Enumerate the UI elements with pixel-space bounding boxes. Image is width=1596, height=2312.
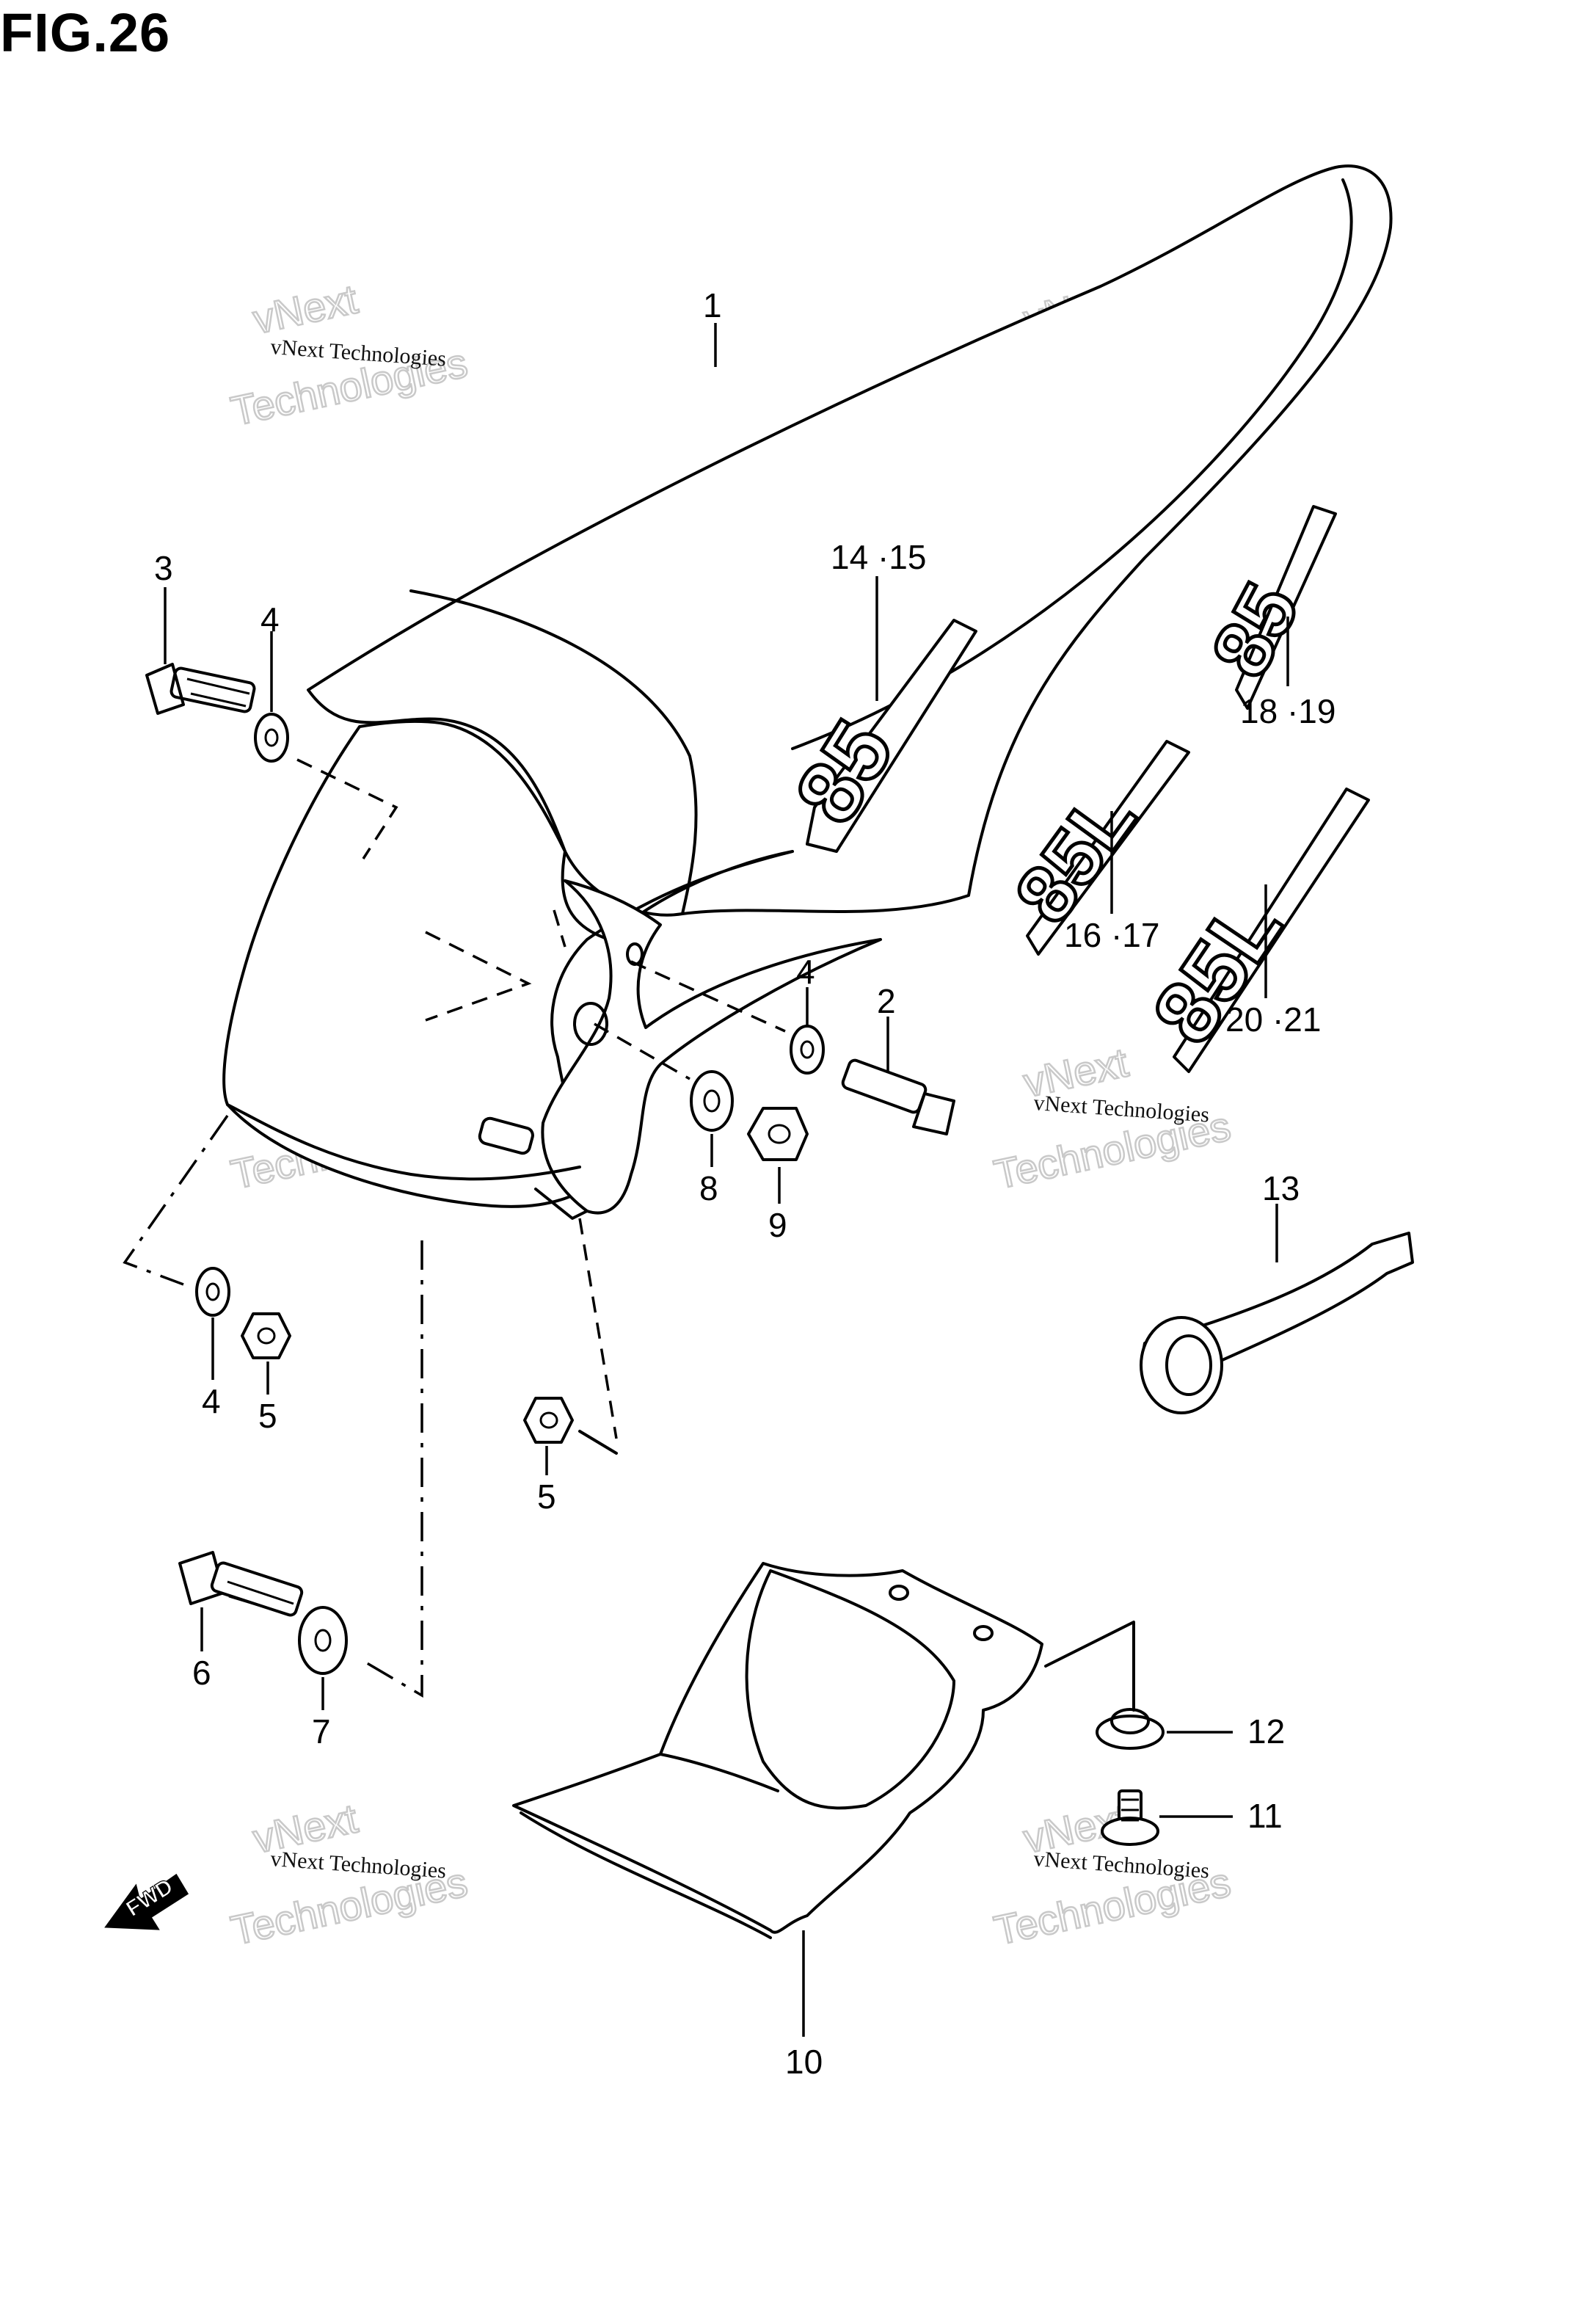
assembly-line <box>425 931 532 1022</box>
part-washer-4-top <box>254 713 289 763</box>
callout-14-15: 14 ·15 <box>831 538 926 576</box>
callout-7: 7 <box>312 1712 331 1751</box>
part-screw-11 <box>1101 1789 1159 1846</box>
decal-85-right: 85 <box>1192 505 1337 710</box>
fender-mount-bracket <box>541 879 882 1215</box>
callout-3: 3 <box>154 549 173 587</box>
watermark-caption: vNext Technologies <box>1033 1847 1211 1883</box>
watermark-top-left: vNext Technologies vNext Technologies <box>226 275 472 435</box>
callout-20-21: 20 ·21 <box>1225 1000 1321 1039</box>
fender-side-line <box>534 1188 589 1220</box>
callout-4-bottom: 4 <box>202 1382 221 1420</box>
assembly-line <box>630 960 786 1033</box>
watermark-mid-right: vNext Technologies vNext Technologies <box>989 1038 1235 1199</box>
part-nut-5-left <box>241 1312 291 1359</box>
part-bolt-6 <box>178 1551 304 1617</box>
callout-16-17: 16 ·17 <box>1064 916 1159 954</box>
part-grommet-12 <box>1096 1708 1165 1750</box>
watermark-caption: vNext Technologies <box>270 1847 448 1883</box>
callout-18-19: 18 ·19 <box>1240 692 1336 730</box>
callout-4-top: 4 <box>260 600 280 639</box>
fender-slot <box>478 1116 534 1155</box>
watermark-bottom-right: vNext Technologies vNext Technologies <box>989 1794 1235 1955</box>
fender-lower-edge <box>226 1103 581 1181</box>
part-washer-4-bottom <box>195 1267 230 1317</box>
part-guard-10 <box>512 1562 1043 1939</box>
assembly-line <box>578 1218 618 1439</box>
part-bolt-3 <box>145 663 256 715</box>
callout-5-mid: 5 <box>537 1477 556 1516</box>
part-washer-8 <box>690 1070 734 1132</box>
assembly-line <box>123 1114 229 1286</box>
part-bolt-2 <box>841 1058 955 1135</box>
callout-8: 8 <box>699 1169 718 1207</box>
rear-fender <box>222 164 1393 1220</box>
watermark-bottom-left: vNext Technologies vNext Technologies <box>226 1794 472 1955</box>
part-washer-7 <box>298 1606 348 1675</box>
assembly-line <box>553 909 566 948</box>
callout-5-left: 5 <box>258 1397 277 1435</box>
part-nut-5-mid <box>523 1397 574 1444</box>
figure-title: FIG.26 <box>0 2 171 63</box>
fender-lower-body <box>222 719 794 1208</box>
part-washer-4-mid <box>790 1025 825 1075</box>
part-spanner-13 <box>1140 1232 1414 1414</box>
callout-2: 2 <box>877 982 896 1020</box>
callout-6: 6 <box>192 1654 211 1692</box>
callout-11: 11 <box>1247 1797 1283 1835</box>
fender-mount-hole <box>573 1002 608 1046</box>
watermark-caption: vNext Technologies <box>1033 1091 1211 1127</box>
fender-top-rim <box>791 178 1353 750</box>
callout-1: 1 <box>703 286 722 324</box>
assembly-line <box>594 1022 690 1080</box>
assembly-line <box>1044 1621 1135 1712</box>
watermark-vnext: vNext <box>249 275 362 342</box>
callout-10: 10 <box>785 2043 823 2081</box>
callout-13: 13 <box>1262 1169 1300 1207</box>
part-nut-9 <box>747 1107 809 1161</box>
fender-top-shell <box>307 164 1393 917</box>
callout-12: 12 <box>1247 1712 1285 1751</box>
callout-9: 9 <box>768 1206 787 1244</box>
fender-top-crease <box>409 589 698 915</box>
callout-4-mid: 4 <box>796 953 815 991</box>
assembly-line <box>359 1240 423 1698</box>
fwd-arrow-icon: FWD <box>104 1873 189 1930</box>
assembly-line <box>578 1430 618 1455</box>
assembly-line <box>296 758 398 859</box>
